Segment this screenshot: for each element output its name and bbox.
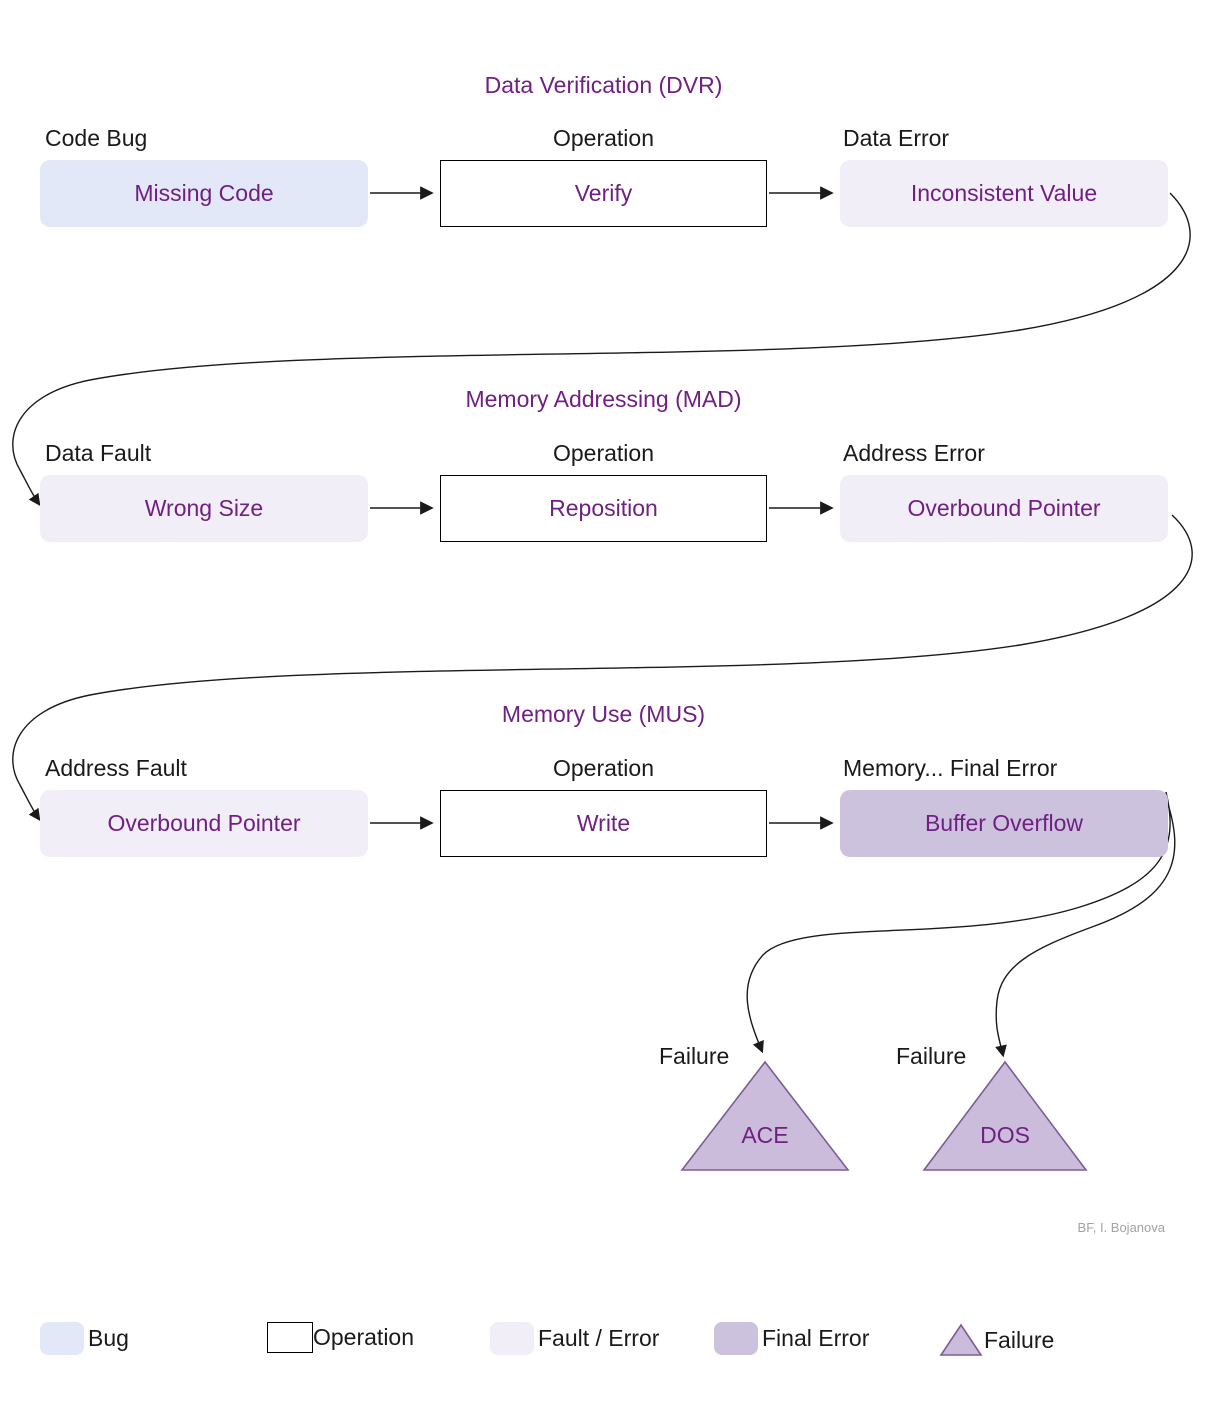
legend-final-swatch (714, 1322, 758, 1355)
credit-text: BF, I. Bojanova (1077, 1220, 1165, 1235)
mus-operation-box: Write (440, 790, 767, 857)
legend-final-label: Final Error (762, 1325, 870, 1351)
mad-result-label: Address Error (843, 440, 985, 466)
legend-item-failure: Failure (938, 1322, 1054, 1358)
dvr-bug-box: Missing Code (40, 160, 368, 227)
mus-result-label: Memory... Final Error (843, 755, 1058, 781)
legend-operation-label: Operation (313, 1324, 415, 1350)
phase-title-mus: Memory Use (MUS) (501, 701, 706, 727)
legend-item-operation: Operation (267, 1322, 414, 1353)
legend-item-fault-error: Fault / Error (490, 1322, 659, 1355)
legend-item-bug: Bug (40, 1322, 129, 1355)
mad-operation-label: Operation (552, 440, 654, 466)
mus-operation-label: Operation (552, 755, 654, 781)
legend-item-final-error: Final Error (714, 1322, 869, 1355)
phase-title-mad: Memory Addressing (MAD) (465, 386, 742, 412)
mus-final-error-box: Buffer Overflow (840, 790, 1168, 857)
legend-bug-swatch (40, 1322, 84, 1355)
ace-triangle-label: ACE (741, 1122, 789, 1148)
mad-operation-box: Reposition (440, 475, 767, 542)
legend-fault-label: Fault / Error (538, 1325, 660, 1351)
phase-title-dvr: Data Verification (DVR) (484, 72, 723, 98)
dvr-error-box: Inconsistent Value (840, 160, 1168, 227)
dos-failure-label: Failure (896, 1043, 967, 1069)
mad-cause-label: Data Fault (45, 440, 152, 466)
dvr-cause-label: Code Bug (45, 125, 148, 151)
mad-error-box: Overbound Pointer (840, 475, 1168, 542)
dos-triangle-label: DOS (980, 1122, 1030, 1148)
dvr-operation-box: Verify (440, 160, 767, 227)
legend-bug-label: Bug (88, 1325, 129, 1351)
dvr-result-label: Data Error (843, 125, 950, 151)
legend-failure-label: Failure (984, 1326, 1055, 1353)
mus-cause-label: Address Fault (45, 755, 187, 781)
dvr-operation-label: Operation (552, 125, 654, 151)
mus-fault-box: Overbound Pointer (40, 790, 368, 857)
legend-failure-triangle-icon (939, 1323, 983, 1356)
legend-operation-swatch (267, 1322, 313, 1353)
mad-fault-box: Wrong Size (40, 475, 368, 542)
legend-fault-swatch (490, 1322, 534, 1355)
ace-failure-label: Failure (659, 1043, 730, 1069)
